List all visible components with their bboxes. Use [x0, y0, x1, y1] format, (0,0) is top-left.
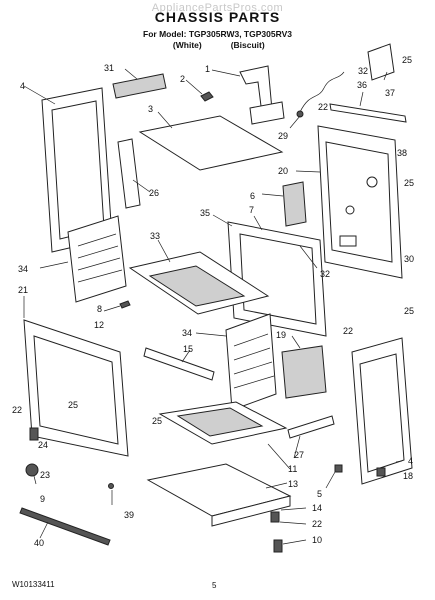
part-screw-39	[108, 483, 114, 505]
callout-37: 37	[385, 88, 395, 98]
callout-25e: 25	[152, 416, 162, 426]
callout-25c: 25	[404, 306, 414, 316]
callout-23: 23	[40, 470, 50, 480]
callout-9: 9	[40, 494, 45, 504]
callout-18: 18	[403, 471, 413, 481]
callout-38: 38	[397, 148, 407, 158]
callout-1: 1	[205, 64, 210, 74]
callout-labels: 4 31 2 1 3 26 32 36 37 25 22 29 38 20 25…	[12, 55, 414, 548]
callout-33: 33	[150, 231, 160, 241]
part-bracket-top	[367, 43, 395, 81]
part-front-frame	[23, 296, 129, 457]
callout-27: 27	[294, 450, 304, 460]
part-wire-harness	[289, 71, 345, 129]
part-clip-18	[376, 467, 386, 477]
callout-25a: 25	[402, 55, 412, 65]
part-back-brace	[329, 91, 407, 123]
part-broiler-pan	[158, 401, 291, 470]
part-kick-plate	[287, 415, 335, 459]
part-clip-5	[325, 464, 343, 489]
part-anti-tip-rod	[19, 507, 111, 546]
callout-22c: 22	[12, 405, 22, 415]
callout-29: 29	[278, 131, 288, 141]
part-small-bracket	[185, 79, 214, 102]
part-drawer-rail	[143, 347, 215, 381]
callout-3: 3	[148, 104, 153, 114]
model-line: For Model: TGP305RW3, TGP305RV3	[143, 29, 292, 39]
part-rack-guide-left	[39, 215, 127, 303]
callout-26: 26	[149, 188, 159, 198]
part-storage-drawer	[146, 463, 292, 527]
callout-21: 21	[18, 285, 28, 295]
callout-34a: 34	[18, 264, 28, 274]
callout-25b: 25	[404, 178, 414, 188]
part-side-panel-right	[351, 337, 413, 485]
callout-13: 13	[288, 479, 298, 489]
part-leveling-foot-left	[25, 427, 39, 485]
callout-32a: 32	[358, 66, 368, 76]
callout-30: 30	[404, 254, 414, 264]
callout-25d: 25	[68, 400, 78, 410]
callout-35: 35	[200, 208, 210, 218]
callout-19: 19	[276, 330, 286, 340]
part-insulation-pad	[281, 335, 327, 399]
part-hinge-pin	[103, 300, 131, 312]
callout-34b: 34	[182, 328, 192, 338]
callout-8: 8	[97, 304, 102, 314]
callout-15: 15	[183, 344, 193, 354]
callout-24: 24	[38, 440, 48, 450]
callout-22d: 22	[312, 519, 322, 529]
variant-line: (White) (Biscuit)	[0, 40, 435, 50]
callout-40: 40	[34, 538, 44, 548]
callout-32b: 32	[320, 269, 330, 279]
part-insulation-block	[261, 181, 307, 227]
part-leveling-leg	[270, 507, 307, 553]
diagram-title: CHASSIS PARTS	[154, 9, 281, 25]
watermark: AppliancePartsPros.com	[151, 2, 284, 14]
callout-31: 31	[104, 63, 114, 73]
part-insulation-strip	[112, 68, 167, 99]
variant-biscuit: (Biscuit)	[230, 40, 265, 50]
part-top-heat-shield	[138, 111, 284, 171]
callout-22a: 22	[318, 102, 328, 112]
document-number: W10133411	[12, 580, 55, 589]
callout-2: 2	[180, 74, 185, 84]
part-oven-liner	[212, 214, 327, 337]
callout-20: 20	[278, 166, 288, 176]
callout-5: 5	[317, 489, 322, 499]
callout-11: 11	[288, 464, 297, 474]
callout-10: 10	[312, 535, 322, 545]
part-side-panel-left	[23, 85, 113, 253]
part-rear-panel	[295, 125, 403, 279]
callout-7: 7	[249, 205, 254, 215]
page-number: 5	[212, 581, 217, 590]
callout-4b: 4	[408, 456, 413, 466]
part-oven-bottom	[128, 239, 270, 315]
part-rack-guide-right	[195, 313, 277, 411]
part-vent-duct	[211, 65, 285, 125]
callout-4a: 4	[20, 81, 25, 91]
callout-6: 6	[250, 191, 255, 201]
callout-36: 36	[357, 80, 367, 90]
variant-white: (White)	[172, 40, 202, 50]
callout-39: 39	[124, 510, 134, 520]
callout-14: 14	[312, 503, 322, 513]
callout-12: 12	[94, 320, 104, 330]
part-side-trim	[117, 138, 151, 209]
callout-22b: 22	[343, 326, 353, 336]
